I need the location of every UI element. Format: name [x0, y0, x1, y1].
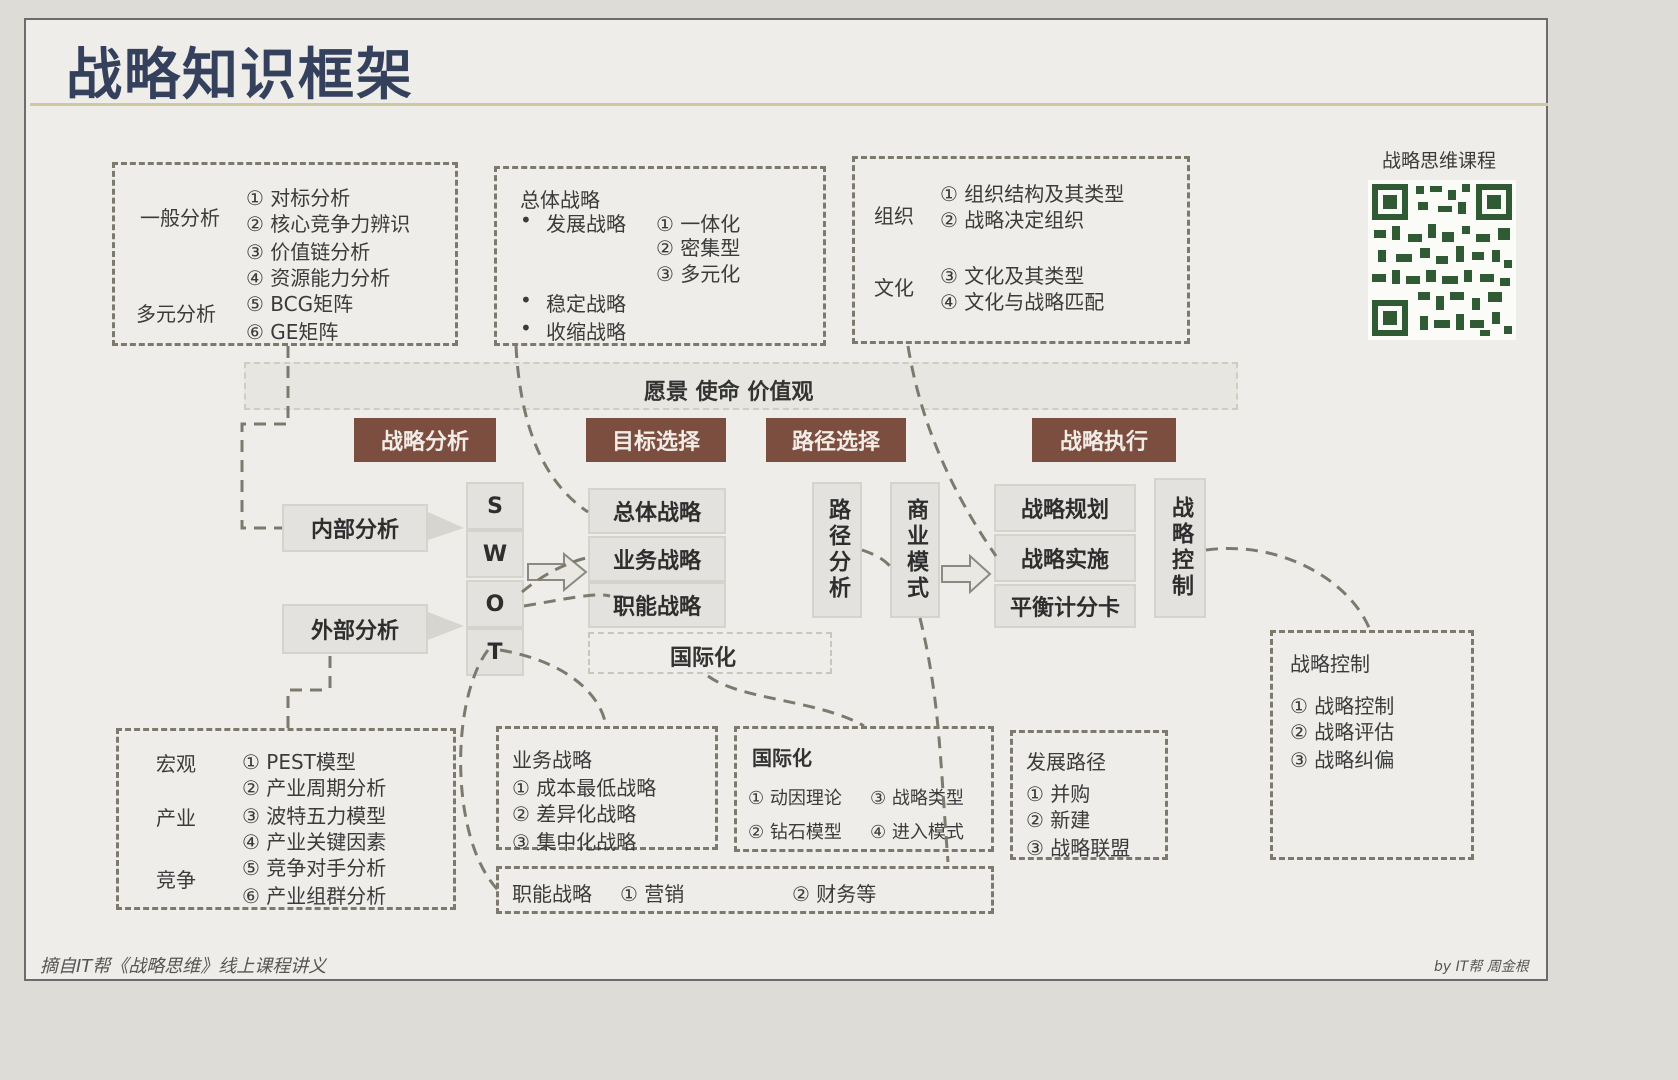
external-analysis: 外部分析 [282, 604, 428, 654]
internationalization-detail-box [734, 726, 994, 852]
list-item: ② 战略评估 [1290, 720, 1395, 744]
list-item: ② 钻石模型 [748, 822, 842, 843]
internal-analysis: 内部分析 [282, 504, 428, 552]
strategy-control: 战略控制 [1154, 478, 1206, 618]
connector-lines [240, 345, 1372, 892]
list-item: ② 产业周期分析 [242, 776, 387, 800]
business-model: 商业模式 [890, 482, 940, 618]
list-item: ③ 战略纠偏 [1290, 748, 1395, 772]
swot-s: S [466, 482, 524, 530]
list-item: ③ 集中化战略 [512, 830, 637, 854]
list-item: ⑤ BCG矩阵 [246, 292, 354, 316]
bullet: • [520, 288, 532, 312]
header-strategy-analysis: 战略分析 [354, 418, 496, 462]
group-label-organization: 组织 [874, 204, 914, 228]
internationalization-box [588, 632, 832, 674]
bullet: • [520, 208, 532, 232]
list-item: ⑥ GE矩阵 [246, 320, 339, 344]
header-goal-selection: 目标选择 [586, 418, 726, 462]
list-item: ① 组织结构及其类型 [940, 182, 1125, 206]
group-label-macro: 宏观 [156, 752, 196, 776]
list-item: ② 核心竞争力辨识 [246, 212, 411, 236]
header-strategy-execution: 战略执行 [1032, 418, 1176, 462]
page-title: 战略知识框架 [66, 43, 414, 108]
arrow-right-icon [527, 552, 588, 592]
exec-balanced-scorecard: 平衡计分卡 [994, 584, 1136, 628]
slide-frame [24, 18, 1548, 981]
group-label-competition: 竞争 [156, 868, 196, 892]
list-item: ② 差异化战略 [512, 802, 637, 826]
group-label-diversified: 多元分析 [136, 302, 216, 326]
external-analysis-box [116, 728, 456, 910]
list-item: ② 密集型 [656, 236, 741, 260]
goal-functional-strategy: 职能战略 [588, 582, 726, 628]
list-item: ① 对标分析 [246, 186, 351, 210]
box-heading: 国际化 [752, 746, 812, 770]
qr-code-icon [1368, 180, 1516, 340]
list-item: ② 新建 [1026, 808, 1091, 832]
list-item: ④ 资源能力分析 [246, 266, 391, 290]
list-item: ③ 多元化 [656, 262, 741, 286]
group-label-general: 一般分析 [140, 206, 220, 230]
group-label-industry: 产业 [156, 806, 196, 830]
organization-culture-box [852, 156, 1190, 344]
list-item: ② 战略决定组织 [940, 208, 1085, 232]
box-heading: 发展路径 [1026, 750, 1106, 774]
analysis-connector [428, 512, 464, 640]
list-item: ⑤ 竞争对手分析 [242, 856, 387, 880]
header-path-selection: 路径选择 [766, 418, 906, 462]
box-heading: 总体战略 [520, 188, 600, 212]
box-heading: 职能战略 [512, 882, 592, 906]
strategy-control-box [1270, 630, 1474, 860]
list-item: ③ 价值链分析 [246, 240, 371, 264]
list-item: ① PEST模型 [242, 750, 356, 774]
list-item: ③ 战略联盟 [1026, 836, 1131, 860]
swot-o: O [466, 580, 524, 628]
list-item: ③ 文化及其类型 [940, 264, 1085, 288]
title-rule [30, 103, 1548, 106]
list-item: ① 营销 [620, 882, 685, 906]
box-heading: 战略控制 [1290, 652, 1370, 676]
list-item: ① 一体化 [656, 212, 741, 236]
list-item: 收缩战略 [546, 320, 626, 344]
list-item: ③ 战略类型 [870, 788, 964, 809]
list-item: ① 战略控制 [1290, 694, 1395, 718]
arrow-right-icon [941, 554, 992, 594]
swot-w: W [466, 530, 524, 578]
development-path-box [1010, 730, 1168, 860]
list-item: ④ 产业关键因素 [242, 830, 387, 854]
internal-analysis-box [112, 162, 458, 346]
business-strategy-box [496, 726, 718, 850]
overall-strategy-box [494, 166, 826, 346]
path-analysis: 路径分析 [812, 482, 862, 618]
list-item: ① 并购 [1026, 782, 1091, 806]
list-item: ② 财务等 [792, 882, 877, 906]
goal-business-strategy: 业务战略 [588, 536, 726, 582]
group-label-culture: 文化 [874, 276, 914, 300]
author-credit: by IT帮 周金根 [1434, 959, 1529, 975]
box-heading: 业务战略 [512, 748, 592, 772]
exec-strategy-planning: 战略规划 [994, 484, 1136, 532]
bullet: • [520, 316, 532, 340]
vision-mission-values: 愿景 使命 价值观 [644, 380, 814, 405]
list-item: ① 成本最低战略 [512, 776, 657, 800]
list-item: ④ 文化与战略匹配 [940, 290, 1105, 314]
internationalization-label: 国际化 [670, 646, 737, 671]
swot-t: T [466, 628, 524, 676]
exec-strategy-implementation: 战略实施 [994, 534, 1136, 582]
list-item: ⑥ 产业组群分析 [242, 884, 387, 908]
list-item: 稳定战略 [546, 292, 626, 316]
source-credit: 摘自IT帮《战略思维》线上课程讲义 [40, 956, 327, 977]
list-item: ① 动因理论 [748, 788, 842, 809]
functional-strategy-box [496, 866, 994, 914]
list-item: 发展战略 [546, 212, 626, 236]
list-item: ④ 进入模式 [870, 822, 964, 843]
qr-caption: 战略思维课程 [1382, 150, 1497, 172]
list-item: ③ 波特五力模型 [242, 804, 387, 828]
goal-overall-strategy: 总体战略 [588, 488, 726, 534]
vision-mission-band [244, 362, 1238, 410]
